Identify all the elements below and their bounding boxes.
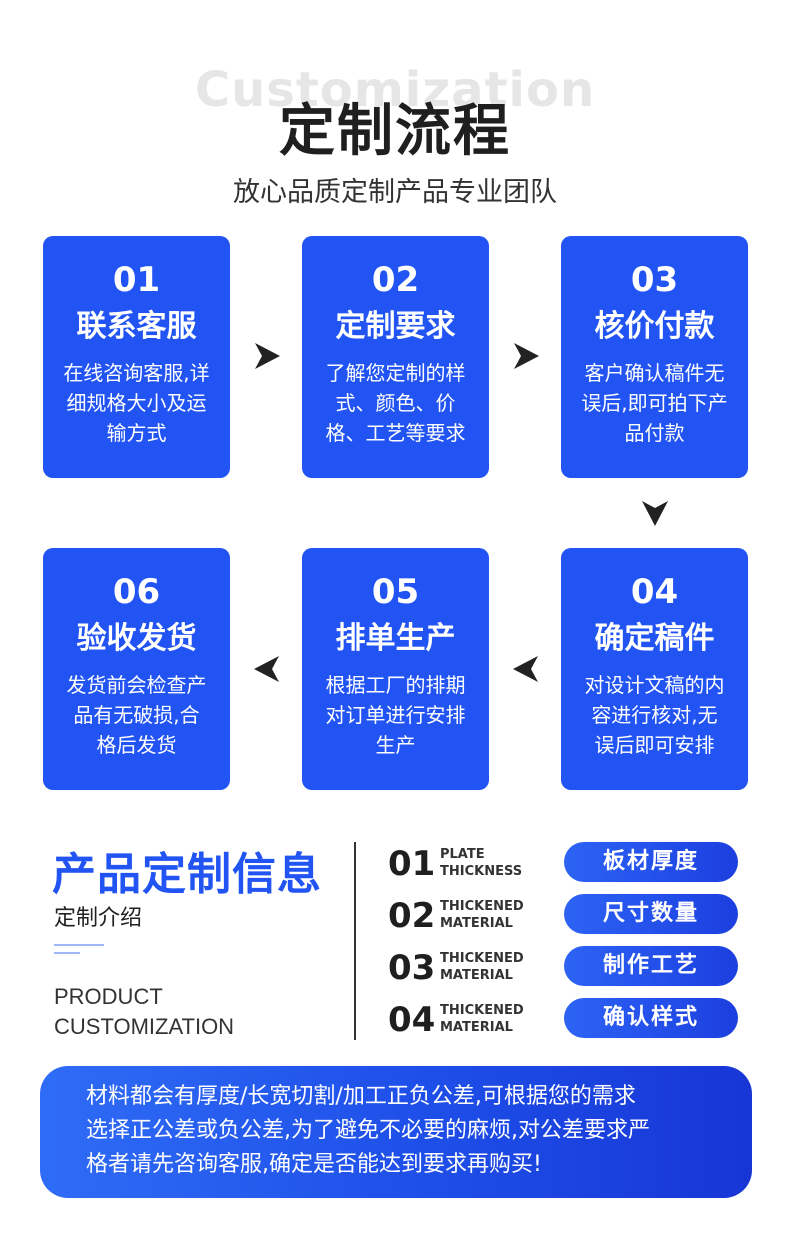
step-desc-line: 发货前会检查产	[66, 673, 207, 697]
page-subtitle: 放心品质定制产品专业团队	[233, 177, 557, 208]
step-desc-line: 细规格大小及运	[66, 391, 207, 415]
step-description: 对设计文稿的内 容进行核对,无 误后即可安排	[573, 670, 736, 760]
step-name: 排单生产	[335, 621, 456, 656]
arrow-right-icon	[252, 341, 282, 371]
notice-line: 材料都会有厚度/长宽切割/加工正负公差,可根据您的需求	[86, 1084, 636, 1109]
spec-english: THICKENED MATERIAL	[440, 898, 524, 932]
step-desc-line: 对设计文稿的内	[584, 673, 725, 697]
spec-number: 02	[388, 896, 436, 936]
step-desc-line: 品付款	[624, 421, 685, 445]
step-number: 02	[371, 260, 420, 300]
spec-english-line: THICKENED	[440, 1003, 524, 1018]
step-desc-line: 误后即可安排	[594, 733, 715, 757]
spec-english-line: THICKNESS	[440, 864, 523, 879]
step-card-04: 04 确定稿件 对设计文稿的内 容进行核对,无 误后即可安排	[561, 548, 748, 790]
step-desc-line: 对订单进行安排	[325, 703, 466, 727]
arrow-left-icon	[252, 654, 282, 684]
spec-row-04: 04 THICKENED MATERIAL 确认样式	[388, 998, 748, 1042]
step-number: 05	[371, 572, 420, 612]
step-name: 联系客服	[76, 309, 197, 344]
step-card-03: 03 核价付款 客户确认稿件无 误后,即可拍下产 品付款	[561, 236, 748, 478]
step-desc-line: 输方式	[106, 421, 167, 445]
step-desc-line: 格、工艺等要求	[325, 421, 466, 445]
step-desc-line: 了解您定制的样	[325, 361, 466, 385]
step-name: 定制要求	[335, 309, 456, 344]
info-subtitle: 定制介绍	[54, 906, 143, 931]
step-card-05: 05 排单生产 根据工厂的排期 对订单进行安排 生产	[302, 548, 489, 790]
step-desc-line: 格后发货	[96, 733, 177, 757]
step-card-02: 02 定制要求 了解您定制的样 式、颜色、价 格、工艺等要求	[302, 236, 489, 478]
spec-row-03: 03 THICKENED MATERIAL 制作工艺	[388, 946, 748, 990]
watermark-text: Customization	[194, 62, 596, 118]
step-desc-line: 误后,即可拍下产	[581, 391, 728, 415]
step-desc-line: 品有无破损,合	[73, 703, 200, 727]
step-number: 01	[112, 260, 161, 300]
spec-english: PLATE THICKNESS	[440, 846, 522, 880]
spec-row-01: 01 PLATE THICKNESS 板材厚度	[388, 842, 748, 886]
arrow-down-icon	[640, 498, 670, 528]
spec-english-line: PLATE	[440, 847, 485, 862]
step-desc-line: 根据工厂的排期	[325, 673, 466, 697]
arrow-left-icon	[511, 654, 541, 684]
info-english-line-2: CUSTOMIZATION	[54, 1014, 235, 1039]
step-name: 核价付款	[594, 309, 715, 344]
page-title: 定制流程	[279, 99, 511, 164]
notice-line: 格者请先咨询客服,确定是否能达到要求再购买!	[86, 1152, 542, 1177]
spec-number: 04	[388, 1000, 436, 1040]
arrow-right-icon	[511, 341, 541, 371]
decor-line	[54, 944, 104, 946]
step-description: 发货前会检查产 品有无破损,合 格后发货	[55, 670, 218, 760]
step-desc-line: 生产	[375, 733, 416, 757]
notice-banner: 材料都会有厚度/长宽切割/加工正负公差,可根据您的需求 选择正公差或负公差,为了…	[40, 1066, 752, 1198]
spec-row-02: 02 THICKENED MATERIAL 尺寸数量	[388, 894, 748, 938]
step-description: 在线咨询客服,详 细规格大小及运 输方式	[55, 358, 218, 448]
step-card-06: 06 验收发货 发货前会检查产 品有无破损,合 格后发货	[43, 548, 230, 790]
spec-pill-button[interactable]: 制作工艺	[564, 946, 738, 986]
step-number: 03	[630, 260, 679, 300]
step-card-01: 01 联系客服 在线咨询客服,详 细规格大小及运 输方式	[43, 236, 230, 478]
step-desc-line: 容进行核对,无	[591, 703, 718, 727]
spec-pill-button[interactable]: 板材厚度	[564, 842, 738, 882]
step-description: 了解您定制的样 式、颜色、价 格、工艺等要求	[314, 358, 477, 448]
spec-number: 01	[388, 844, 436, 884]
spec-english: THICKENED MATERIAL	[440, 950, 524, 984]
spec-english-line: THICKENED	[440, 951, 524, 966]
spec-english: THICKENED MATERIAL	[440, 1002, 524, 1036]
vertical-divider	[354, 842, 356, 1040]
spec-english-line: THICKENED	[440, 899, 524, 914]
step-desc-line: 客户确认稿件无	[584, 361, 725, 385]
step-name: 验收发货	[76, 621, 197, 656]
decor-line	[54, 952, 80, 954]
step-desc-line: 式、颜色、价	[335, 391, 456, 415]
step-desc-line: 在线咨询客服,详	[63, 361, 210, 385]
spec-pill-button[interactable]: 确认样式	[564, 998, 738, 1038]
spec-number: 03	[388, 948, 436, 988]
spec-english-line: MATERIAL	[440, 968, 513, 983]
info-english-line-1: PRODUCT	[54, 984, 163, 1009]
step-description: 根据工厂的排期 对订单进行安排 生产	[314, 670, 477, 760]
spec-english-line: MATERIAL	[440, 1020, 513, 1035]
step-name: 确定稿件	[594, 621, 715, 656]
notice-line: 选择正公差或负公差,为了避免不必要的麻烦,对公差要求严	[86, 1118, 650, 1143]
step-number: 06	[112, 572, 161, 612]
info-title: 产品定制信息	[52, 849, 322, 900]
step-number: 04	[630, 572, 679, 612]
step-description: 客户确认稿件无 误后,即可拍下产 品付款	[573, 358, 736, 448]
spec-english-line: MATERIAL	[440, 916, 513, 931]
spec-pill-button[interactable]: 尺寸数量	[564, 894, 738, 934]
